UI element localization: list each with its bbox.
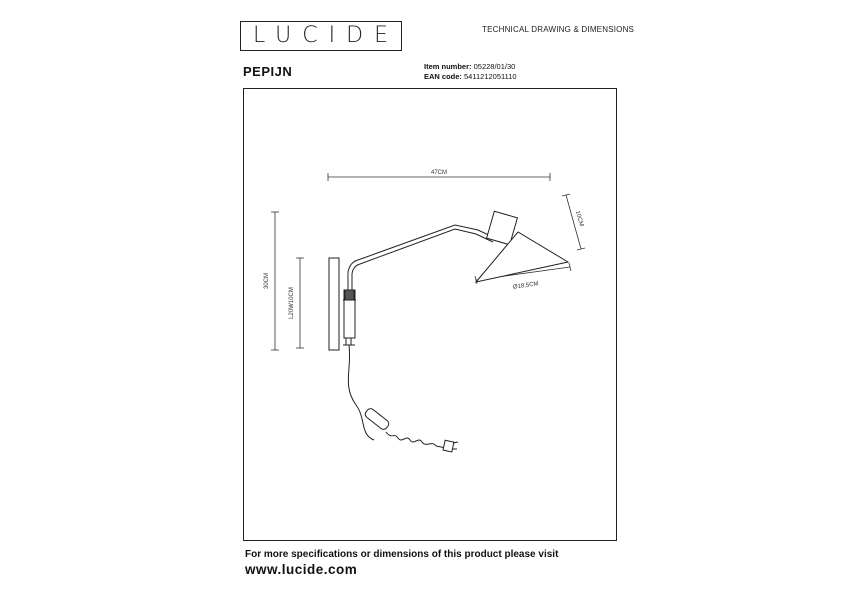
shade-height-label: 10CM — [574, 210, 584, 227]
backplate-label: L20W10CM — [289, 287, 295, 319]
lamp-shade — [474, 231, 570, 283]
shade-diameter-label: Ø18.5CM — [513, 281, 539, 291]
lamp-illustration — [328, 210, 570, 453]
ean-value: 5411212051110 — [464, 72, 517, 81]
lamp-arm-inner — [351, 228, 494, 290]
shade-height-tick-top — [561, 193, 571, 197]
wall-backplate — [328, 257, 340, 351]
backplate-dimension — [296, 257, 304, 349]
shade-height-line — [565, 194, 582, 250]
item-number-label: Item number: — [424, 62, 472, 71]
height-dimension — [271, 211, 279, 351]
footer-note: For more specifications or dimensions of… — [245, 549, 559, 560]
shade-diameter-tick-left — [474, 275, 478, 285]
shade-height-tick-bottom — [576, 247, 586, 251]
lamp-arm-outer — [347, 224, 496, 290]
ean-code: EAN code: 5411212051110 — [424, 72, 517, 81]
product-name: PEPIJN — [243, 64, 293, 79]
mount-base — [343, 338, 355, 346]
ean-label: EAN code: — [424, 72, 462, 81]
inline-switch — [364, 408, 390, 430]
shade-holder — [485, 210, 519, 246]
height-label: 30CM — [264, 273, 270, 289]
power-plug — [442, 439, 455, 453]
drawing-frame — [243, 88, 617, 541]
shade-height-dimension — [561, 193, 586, 251]
plug-pin-1 — [452, 441, 459, 444]
width-dimension — [327, 173, 551, 181]
shade-diameter-tick-right — [568, 262, 572, 272]
logo-text: LUCIDE — [253, 23, 399, 48]
power-cable — [347, 344, 375, 441]
width-label: 47CM — [431, 170, 447, 176]
item-number: Item number: 05228/01/30 — [424, 62, 515, 71]
brand-logo: LUCIDE — [240, 21, 402, 51]
footer-url[interactable]: www.lucide.com — [245, 562, 358, 577]
coiled-cable — [385, 431, 437, 447]
item-number-value: 05228/01/30 — [473, 62, 516, 71]
mount-knob — [344, 289, 355, 301]
document-type: TECHNICAL DRAWING & DIMENSIONS — [482, 25, 635, 34]
